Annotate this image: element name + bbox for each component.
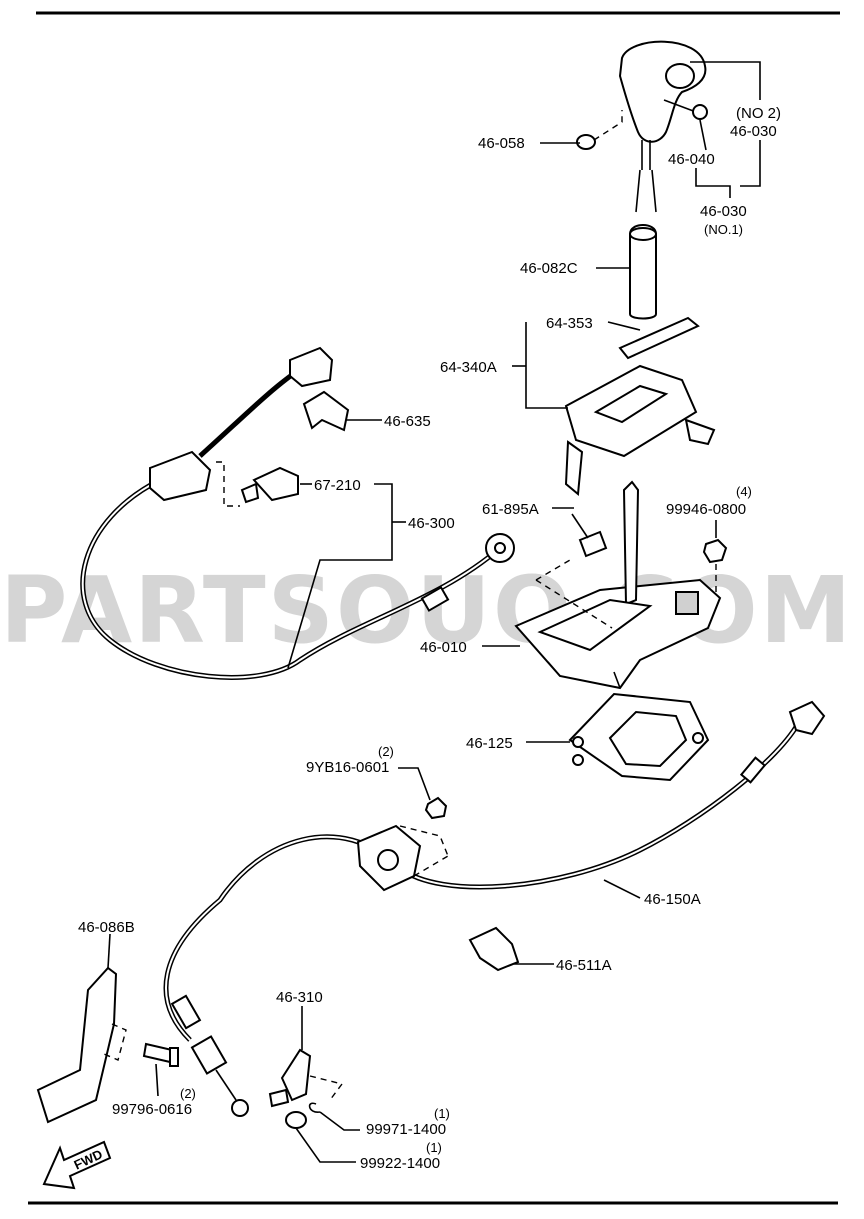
knob-set-screw: [576, 110, 623, 150]
label-99922-qty: (1): [426, 1140, 442, 1155]
label-67-210: 67-210: [314, 477, 361, 494]
knob-button-screw: [663, 99, 708, 120]
label-99946-0800: 99946-0800: [666, 501, 746, 518]
label-9yb16-0601: 9YB16-0601: [306, 759, 389, 776]
label-46-150a: 46-150A: [644, 891, 701, 908]
lock-clip: [216, 461, 299, 507]
label-46-030-no1: 46-030: [700, 203, 747, 220]
label-99922-1400: 99922-1400: [360, 1155, 440, 1172]
label-99796-qty: (2): [180, 1086, 196, 1101]
shifter-body: [514, 480, 722, 690]
label-46-310: 46-310: [276, 989, 323, 1006]
cable-nut: [424, 796, 448, 820]
label-46-635: 46-635: [384, 413, 431, 430]
washer: [285, 1111, 307, 1129]
label-46-030-no2: 46-030: [730, 123, 777, 140]
label-99971-qty: (1): [434, 1106, 450, 1121]
shifter-nut: [702, 538, 728, 596]
label-61-895a: 61-895A: [482, 501, 539, 518]
shift-cable-upper: [80, 346, 515, 680]
label-46-030-no2-qty: (NO 2): [736, 105, 781, 122]
label-64-340a: 64-340A: [440, 359, 497, 376]
shift-panel: [564, 364, 716, 496]
fwd-arrow-icon: FWD: [42, 1140, 112, 1190]
cable-clip-upper: [302, 390, 350, 432]
label-46-082c: 46-082C: [520, 260, 578, 277]
shift-knob: [618, 40, 707, 213]
shift-lever-cover: [629, 224, 657, 320]
shift-cable-lower: [163, 700, 826, 1117]
label-99971-1400: 99971-1400: [366, 1121, 446, 1138]
label-46-010: 46-010: [420, 639, 467, 656]
cable-clip-lower: [468, 926, 520, 972]
label-46-030-no1-qty: (NO.1): [704, 222, 743, 237]
label-9yb16-qty: (2): [378, 744, 394, 759]
cable-end-bracket: [268, 1048, 344, 1108]
label-46-125: 46-125: [466, 735, 513, 752]
label-46-086b: 46-086B: [78, 919, 135, 936]
bracket-plate: [568, 692, 710, 782]
lower-bracket: [36, 966, 127, 1124]
shifter-bolt: [571, 513, 608, 558]
bracket-bolt: [142, 1042, 179, 1067]
indicator-strip: [618, 316, 700, 360]
label-46-040: 46-040: [668, 151, 715, 168]
label-64-353: 64-353: [546, 315, 593, 332]
leader-lines: [107, 61, 761, 1163]
label-46-511a: 46-511A: [556, 957, 612, 974]
mount-dashed-link: [535, 559, 613, 629]
part-labels: 46-058 (NO 2) 46-030 46-040 46-030 (NO.1…: [78, 105, 781, 1172]
label-99796-0616: 99796-0616: [112, 1101, 192, 1118]
label-46-058: 46-058: [478, 135, 525, 152]
retaining-clip: [308, 1102, 321, 1113]
label-99946-qty: (4): [736, 484, 752, 499]
label-46-300: 46-300: [408, 515, 455, 532]
